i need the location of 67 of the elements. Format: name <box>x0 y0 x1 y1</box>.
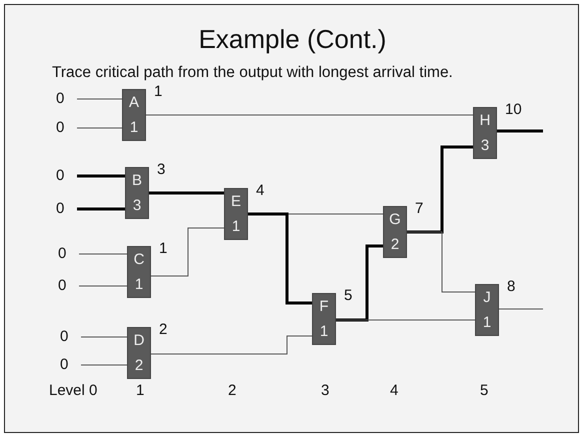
gate-text: 1 <box>482 314 492 331</box>
level-label: 2 <box>228 382 236 399</box>
input-value: 0 <box>60 328 68 345</box>
level-label: 3 <box>321 382 330 399</box>
gate-text: C <box>134 251 144 268</box>
wire <box>497 130 543 132</box>
arrival-time: 3 <box>157 161 166 178</box>
level-label: 4 <box>390 382 398 399</box>
gate-text: E <box>230 193 241 210</box>
gate-text: 1 <box>232 218 240 235</box>
input-value: 0 <box>56 119 64 136</box>
input-value: 0 <box>56 200 64 217</box>
gate-box <box>127 246 151 298</box>
gate-text: 1 <box>320 323 328 340</box>
gate-text: 1 <box>130 119 138 136</box>
arrival-time: 8 <box>507 278 516 295</box>
arrival-time: 5 <box>344 287 352 304</box>
gate-text: J <box>483 289 491 306</box>
gate-box <box>312 293 336 345</box>
gate-box <box>475 284 499 336</box>
input-value: 0 <box>58 245 66 262</box>
level-label: 1 <box>136 382 144 399</box>
gate-box <box>224 188 248 240</box>
wire <box>150 228 224 276</box>
gate-box <box>122 89 146 141</box>
arrival-time: 2 <box>159 321 168 338</box>
arrival-time: 1 <box>159 240 168 257</box>
wire <box>407 146 473 234</box>
gate-box <box>473 107 497 159</box>
gate-text: H <box>480 112 490 129</box>
input-value: 0 <box>58 277 66 294</box>
arrival-time: 1 <box>154 83 162 100</box>
arrival-time: 7 <box>415 200 424 217</box>
wire <box>146 114 474 116</box>
subtitle: Trace critical path from the output with longest arrival time. <box>52 64 453 82</box>
gate-box <box>125 167 149 219</box>
wire <box>149 192 224 194</box>
gate-text: A <box>128 94 139 111</box>
gate-text: 3 <box>480 137 490 154</box>
wire <box>77 174 125 178</box>
slide-title: Example (Cont.) <box>198 24 388 55</box>
wire <box>80 364 128 366</box>
gate-text: G <box>389 211 401 228</box>
arrival-time: 10 <box>505 101 522 118</box>
wire <box>336 244 383 322</box>
gate-text: 2 <box>390 236 400 253</box>
gate-text: 2 <box>134 357 144 374</box>
gate-text: D <box>134 332 144 349</box>
wire <box>498 308 544 310</box>
gate-text: 3 <box>132 197 142 214</box>
gate-box <box>127 327 151 379</box>
gate-text: 1 <box>134 276 144 293</box>
input-value: 0 <box>60 356 68 373</box>
wire <box>150 336 312 354</box>
wire <box>77 208 125 210</box>
wire <box>76 98 122 100</box>
gate-text: F <box>319 298 329 315</box>
gate-box <box>383 206 407 258</box>
wire <box>248 212 312 304</box>
input-value: 0 <box>56 90 64 107</box>
input-value: 0 <box>56 167 64 184</box>
wire <box>80 336 128 338</box>
wire <box>406 232 476 292</box>
level-label: 5 <box>480 382 488 399</box>
level-label: Level 0 <box>49 382 98 399</box>
arrival-time: 4 <box>256 182 264 199</box>
gate-text: B <box>132 172 142 189</box>
